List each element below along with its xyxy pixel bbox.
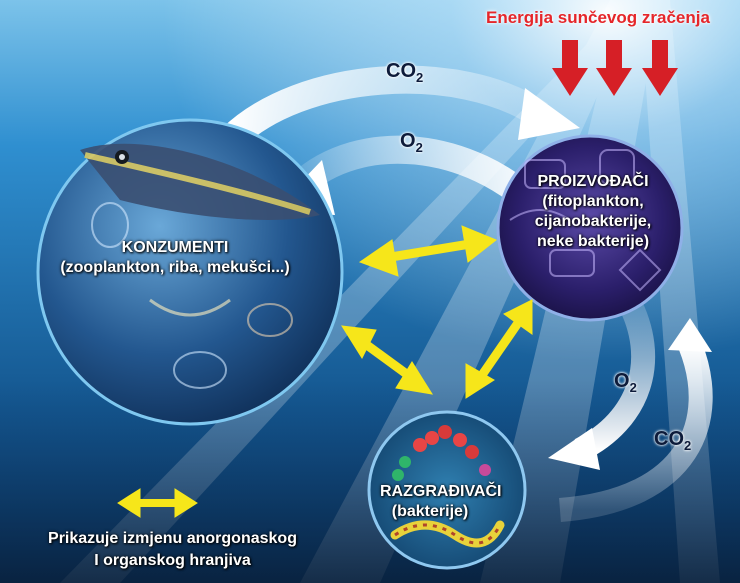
proizvodaci-desc-3: neke bakterije): [536, 233, 650, 250]
co2-top-label: CO2: [386, 60, 424, 85]
energy-title: Energija sunčevog zračenja: [486, 8, 710, 27]
tuna-fish-icon: [80, 143, 320, 220]
proizvodaci-name: PROIZVOĐAČI: [537, 173, 649, 190]
co2-top-arrowhead-icon: [518, 88, 580, 140]
co2-right-arrow: [559, 340, 713, 522]
sun-energy-arrows: [552, 40, 678, 96]
proizvodaci-desc-1: (fitoplankton,: [542, 193, 644, 210]
proizvodaci-desc-2: cijanobakterije,: [534, 213, 652, 230]
razgradivaci-name: RAZGRAĐIVAČI: [380, 483, 502, 500]
co2-right-arrowhead-icon: [668, 318, 712, 352]
proizvodaci-label: PROIZVOĐAČI (fitoplankton, cijanobakteri…: [518, 172, 668, 252]
razgradivaci-desc: (bakterije): [391, 503, 469, 520]
konzumenti-circle: [36, 118, 344, 426]
legend-arrow-icon: [117, 488, 198, 518]
legend-text: Prikazuje izmjenu anorgonaskog I organsk…: [20, 528, 325, 572]
exchange-arrow-konz-prod-icon: [358, 225, 497, 277]
co2-right-label: CO2: [654, 428, 692, 453]
co2-top-arrow: [220, 65, 548, 151]
sun-arrow-icon: [552, 40, 588, 96]
legend-line-2: I organskog hranjiva: [94, 552, 251, 569]
proizvodaci-circle: [496, 134, 684, 322]
razgradivaci-label: RAZGRAĐIVAČI (bakterije): [380, 482, 502, 522]
konzumenti-desc: (zooplankton, riba, mekušci...): [60, 259, 290, 276]
exchange-arrows: [117, 225, 533, 518]
sun-arrow-icon: [596, 40, 632, 96]
bacteria-icon: [390, 425, 505, 548]
sun-arrow-icon: [642, 40, 678, 96]
exchange-arrow-prod-raz-icon: [465, 299, 533, 399]
exchange-arrow-konz-raz-icon: [341, 325, 434, 395]
phytoplankton-icon: [509, 149, 662, 292]
konzumenti-name: KONZUMENTI: [121, 239, 229, 256]
zooplankton-icon: [91, 202, 293, 389]
legend-line-1: Prikazuje izmjenu anorgonaskog: [48, 530, 297, 547]
konzumenti-label: KONZUMENTI (zooplankton, riba, mekušci..…: [40, 238, 310, 278]
o2-top-label: O2: [400, 130, 423, 155]
razgradivaci-circle: [367, 410, 527, 570]
o2-right-label: O2: [614, 370, 637, 395]
o2-right-arrow: [574, 294, 656, 461]
o2-right-arrowhead-icon: [548, 428, 600, 470]
